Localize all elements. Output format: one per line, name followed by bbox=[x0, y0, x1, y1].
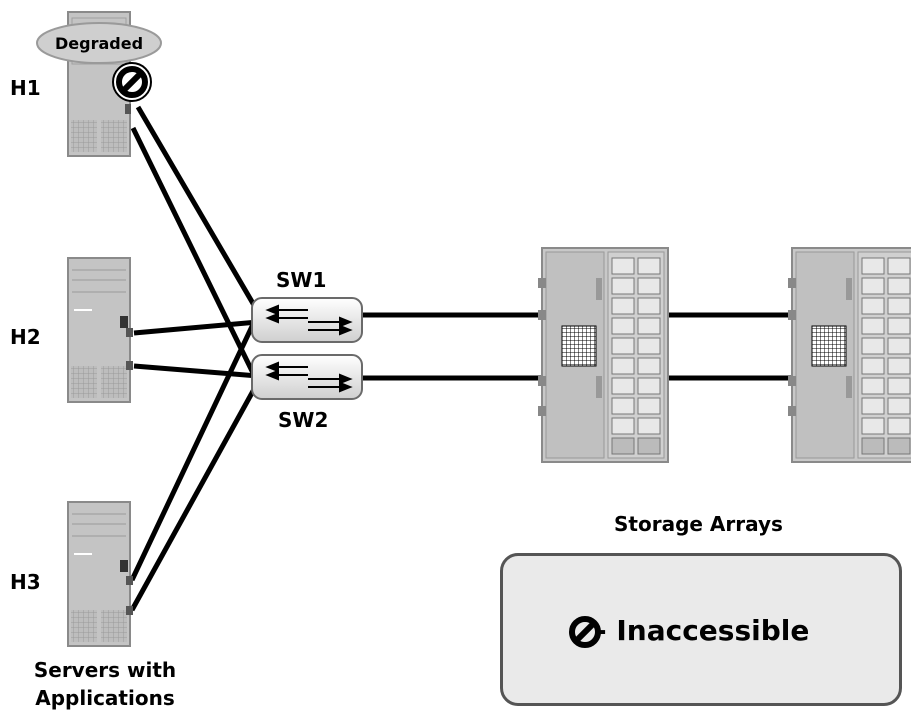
switch-label-sw2: SW2 bbox=[278, 408, 329, 432]
inaccessible-legend-icon bbox=[569, 616, 601, 648]
host-label-h3: H3 bbox=[10, 570, 41, 594]
array1-disk-slots bbox=[611, 257, 661, 455]
switch-sw1[interactable] bbox=[251, 297, 363, 343]
link-h2-sw1 bbox=[133, 319, 259, 336]
degraded-label: Degraded bbox=[55, 34, 143, 53]
server-h2[interactable] bbox=[67, 257, 133, 403]
network-links bbox=[129, 105, 792, 612]
servers-caption: Servers with Applications bbox=[33, 658, 177, 710]
legend-box: - Inaccessible bbox=[500, 553, 902, 706]
link-h1-sw2 bbox=[130, 126, 256, 375]
storage-caption: Storage Arrays bbox=[614, 512, 783, 536]
server-h3[interactable] bbox=[67, 501, 133, 647]
legend-text: - Inaccessible bbox=[595, 614, 810, 647]
switch-sw2[interactable] bbox=[251, 354, 363, 400]
link-h2-sw2 bbox=[133, 363, 259, 379]
host-label-h1: H1 bbox=[10, 76, 41, 100]
storage-array-2[interactable] bbox=[788, 247, 911, 463]
link-h1-sw1 bbox=[135, 105, 261, 314]
switch-label-sw1: SW1 bbox=[276, 268, 327, 292]
link-h3-sw1 bbox=[129, 316, 259, 582]
inaccessible-icon bbox=[112, 62, 152, 102]
storage-array-1[interactable] bbox=[538, 247, 669, 463]
degraded-badge: Degraded bbox=[36, 22, 162, 64]
link-h3-sw2 bbox=[129, 380, 261, 612]
array2-disk-slots bbox=[861, 257, 911, 455]
host-label-h2: H2 bbox=[10, 325, 41, 349]
